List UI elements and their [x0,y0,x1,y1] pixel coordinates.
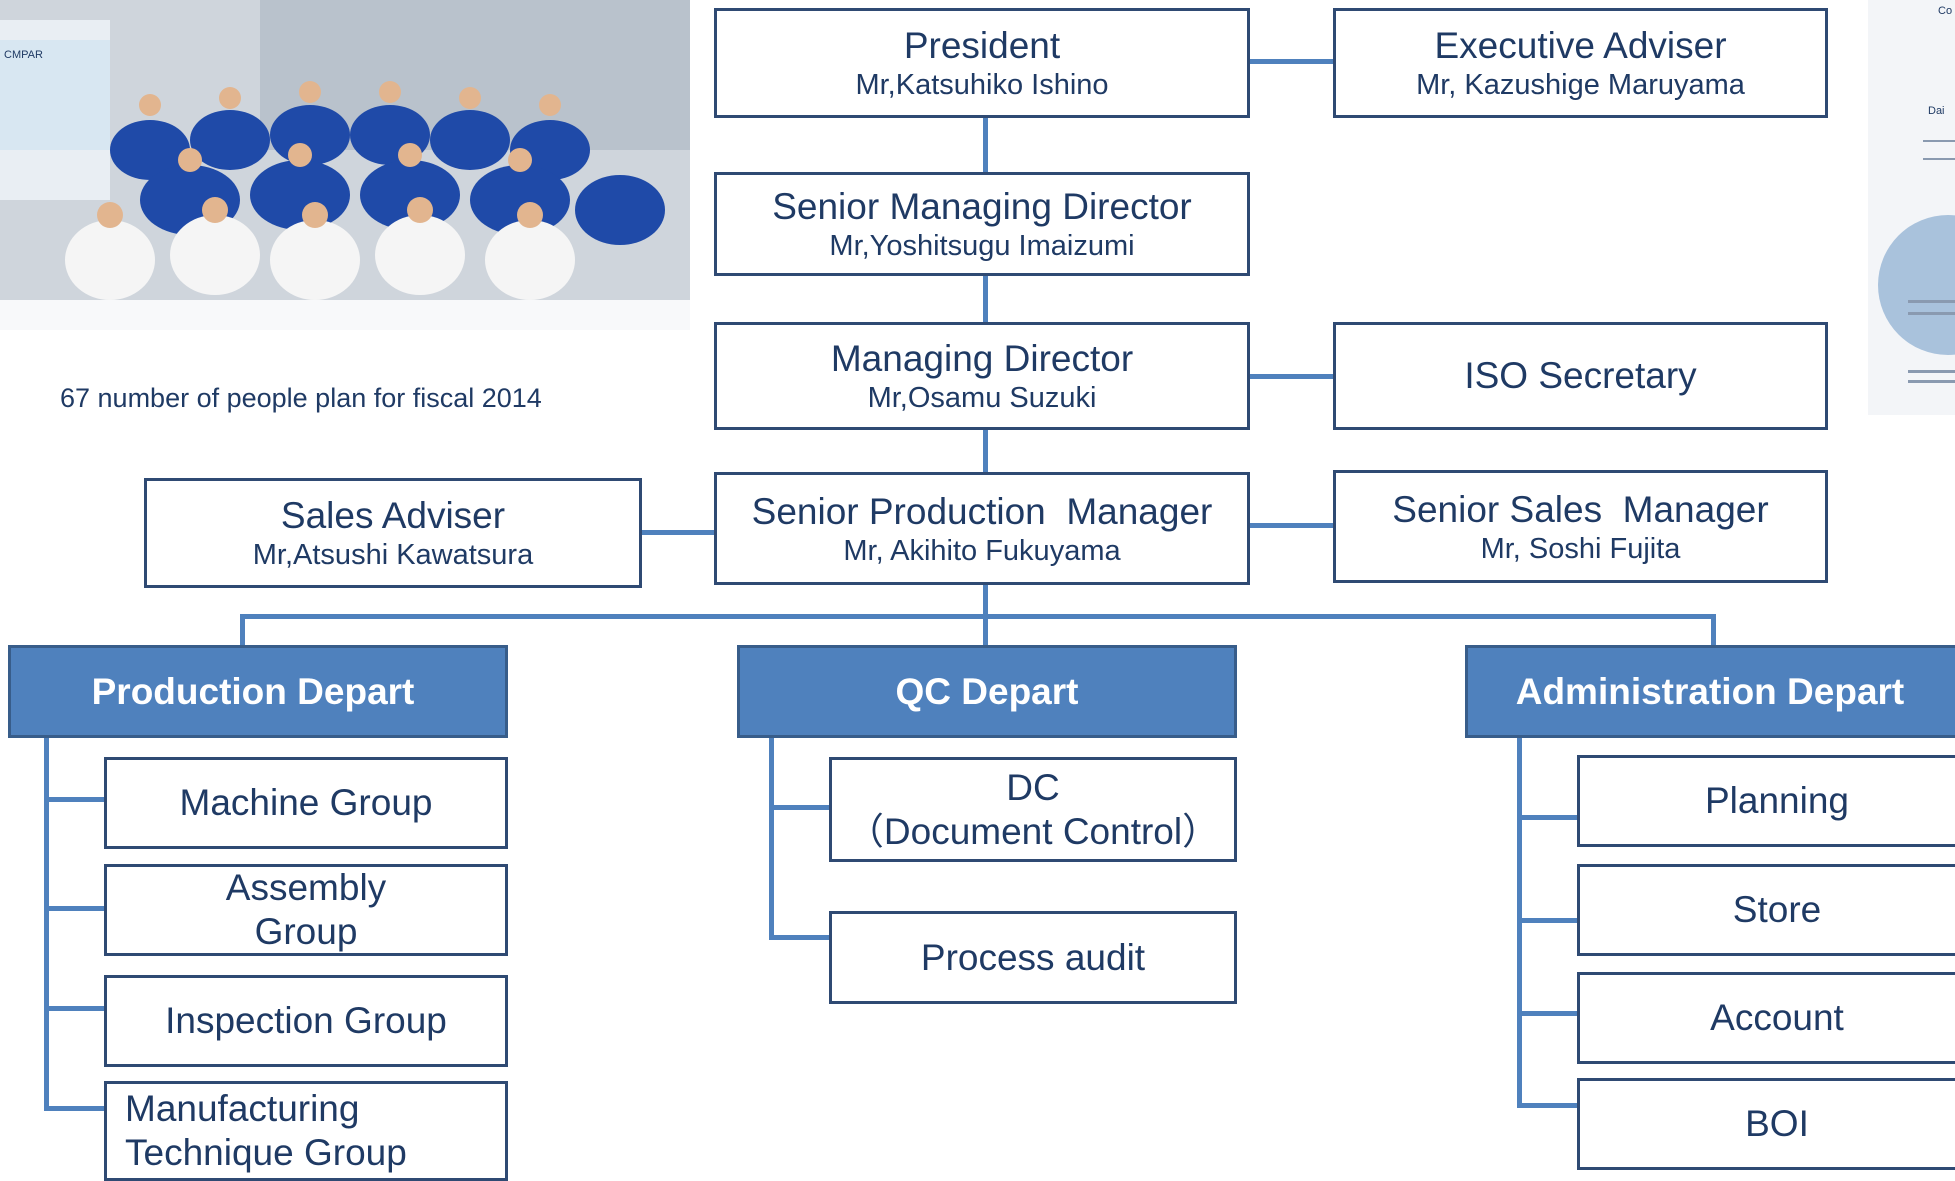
box-title: President [903,25,1061,66]
line-admin-g1 [1517,815,1577,820]
headcount-caption: 67 number of people plan for fiscal 2014 [60,383,542,413]
line-sales-adviser-spm [642,530,714,535]
line-bus-production [240,614,245,645]
line-bus-admin [1711,614,1716,645]
line-president-adviser [1250,59,1333,64]
group-label: Inspection Group [165,1000,447,1041]
box-name: Mr,Katsuhiko Ishino [855,69,1109,101]
line-smd-md [983,276,988,322]
planning-group: Planning [1577,755,1955,847]
group-photo: CMPAR [0,0,690,330]
production-depart-header: Production Depart [8,645,508,738]
box-name: Mr,Atsushi Kawatsura [252,539,534,571]
boi-group: BOI [1577,1078,1955,1170]
managing-director-box: Managing Director Mr,Osamu Suzuki [714,322,1250,430]
group-label: BOI [1745,1103,1809,1144]
account-group: Account [1577,972,1955,1064]
group-label: Store [1732,889,1822,930]
senior-sales-manager-box: Senior Sales Manager Mr, Soshi Fujita [1333,470,1828,583]
box-title: Managing Director [830,338,1134,379]
machine-group: Machine Group [104,757,508,849]
line-md-spm [983,430,988,472]
box-name: Mr,Osamu Suzuki [867,382,1097,414]
group-label: Manufacturing Technique Group [125,1088,407,1173]
box-title: ISO Secretary [1464,355,1697,396]
line-spm-sales [1250,523,1333,528]
line-production-g2 [44,906,104,911]
svg-text:CMPAR: CMPAR [4,49,43,61]
line-president-smd [983,118,988,172]
group-label: Assembly Group [225,867,387,952]
group-label: Account [1710,997,1844,1038]
svg-text:Dai: Dai [1928,105,1945,117]
document-control-group: DC （Document Control） [829,757,1237,862]
senior-managing-director-box: Senior Managing Director Mr,Yoshitsugu I… [714,172,1250,276]
line-qc-spine [769,737,774,940]
group-label: DC （Document Control） [846,766,1220,852]
box-name: Mr, Kazushige Maruyama [1416,69,1745,101]
line-admin-g2 [1517,918,1577,923]
executive-adviser-box: Executive Adviser Mr, Kazushige Maruyama [1333,8,1828,118]
box-title: Senior Production Manager [751,490,1213,532]
line-md-iso [1250,374,1333,379]
certificate-icon: Co Dai [1868,0,1955,415]
line-production-g4 [44,1106,104,1111]
qc-depart-header: QC Depart [737,645,1237,738]
administration-depart-header: Administration Depart [1465,645,1955,738]
svg-text:Co: Co [1938,5,1952,17]
senior-production-manager-box: Senior Production Manager Mr, Akihito Fu… [714,472,1250,585]
box-name: Mr, Soshi Fujita [1480,532,1681,565]
group-label: Machine Group [179,782,433,823]
group-label: Planning [1704,780,1849,821]
line-admin-g3 [1517,1011,1577,1016]
president-box: President Mr,Katsuhiko Ishino [714,8,1250,118]
manufacturing-technique-group: Manufacturing Technique Group [104,1081,508,1181]
line-production-g3 [44,1006,104,1011]
line-production-spine [44,678,49,1111]
line-qc-g2 [769,935,829,940]
box-name: Mr, Akihito Fukuyama [843,534,1121,567]
box-title: Sales Adviser [280,495,506,536]
box-title: Executive Adviser [1434,25,1727,66]
store-group: Store [1577,864,1955,956]
box-title: Senior Sales Manager [1392,488,1769,530]
iso-certificate: Co Dai [1868,0,1955,415]
line-admin-g4 [1517,1103,1577,1108]
box-title: Senior Managing Director [772,186,1192,227]
line-production-g1 [44,797,104,802]
inspection-group: Inspection Group [104,975,508,1067]
line-qc-g1 [769,805,829,810]
assembly-group: Assembly Group [104,864,508,956]
box-name: Mr,Yoshitsugu Imaizumi [829,230,1135,262]
sales-adviser-box: Sales Adviser Mr,Atsushi Kawatsura [144,478,642,588]
line-dept-bus [240,614,1716,619]
iso-secretary-box: ISO Secretary [1333,322,1828,430]
group-photo-icon: CMPAR [0,0,690,330]
process-audit-group: Process audit [829,911,1237,1004]
group-label: Process audit [920,936,1146,978]
